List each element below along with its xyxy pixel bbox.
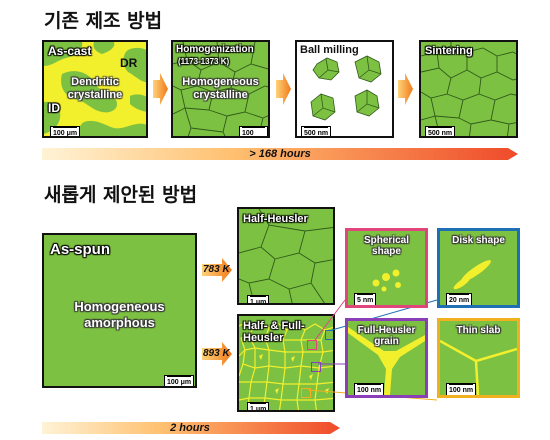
section-title-new: 새롭게 제안된 방법 <box>44 184 198 206</box>
section-title-conventional: 기존 제조 방법 <box>44 10 163 32</box>
homogenization-label: Homogenization <box>176 44 254 55</box>
panel-half-full-heusler: Half- & Full- Heusler 1 μm <box>237 314 335 412</box>
thin-slab-shape <box>440 339 517 395</box>
temperature-lower: 893 K <box>203 348 230 359</box>
scale-bar: 100 nm <box>446 383 477 395</box>
milled-particles <box>310 55 382 121</box>
panel-as-spun: As-spun Homogeneous amorphous 100 μm <box>42 233 197 388</box>
spherical-label: Spherical shape <box>363 235 410 257</box>
full-heusler-grain-shape <box>348 327 425 395</box>
sintering-label: Sintering <box>425 45 473 57</box>
as-cast-label: As-cast <box>48 44 92 58</box>
half-heusler-grains <box>239 209 333 303</box>
scale-bar: 500 nm <box>425 126 456 136</box>
spherical-precipitates <box>372 269 401 292</box>
full-heusler-label: Full-Heusler grain <box>357 325 416 347</box>
disk-precipitates <box>453 260 491 290</box>
as-spun-label: As-spun <box>50 241 110 258</box>
panel-ball-milling: Ball milling 500 nm <box>295 40 394 138</box>
half-heusler-label: Half-Heusler <box>243 213 308 225</box>
zoom-marker-orange <box>301 388 311 398</box>
thin-slab-label: Thin slab <box>456 325 501 336</box>
scale-bar: 100 μm <box>164 375 195 386</box>
panel-half-heusler: Half-Heusler 1 μm <box>237 207 335 305</box>
dr-label: DR <box>120 56 138 70</box>
panel-homogenization: Homogenization (1173-1373 K) Homogeneous… <box>171 40 270 138</box>
arrow-right-icon <box>276 73 291 105</box>
scale-bar: 5 nm <box>354 293 377 305</box>
panel-as-cast: As-cast DR ID Dendritic crystalline 100 … <box>42 40 148 138</box>
time-label-conventional: > 168 hours <box>180 147 380 161</box>
panel-disk: Disk shape 20 nm <box>437 228 520 308</box>
dendritic-pattern <box>44 42 146 136</box>
arrow-right-icon <box>153 73 168 105</box>
scale-bar: 100 nm <box>354 383 385 395</box>
zoom-marker-pink <box>307 340 317 350</box>
panel-full-heusler-grain: Full-Heusler grain 100 nm <box>345 318 428 398</box>
homogenization-temp: (1173-1373 K) <box>178 57 230 66</box>
panel-thin-slab: Thin slab 100 nm <box>437 318 520 398</box>
time-label-new: 2 hours <box>130 421 250 435</box>
time-text: 2 hours <box>170 422 210 434</box>
zoom-marker-purple <box>311 362 321 372</box>
panel-sintering: Sintering 500 nm <box>419 40 518 138</box>
temperature-upper: 783 K <box>203 264 230 275</box>
homogeneous-amorphous-text: Homogeneous amorphous <box>74 299 165 330</box>
scale-bar: 20 nm <box>446 293 473 305</box>
sintered-grains <box>421 42 516 136</box>
arrow-right-icon <box>398 73 413 105</box>
id-label: ID <box>48 101 60 115</box>
homogeneous-crystalline-text: Homogeneous crystalline <box>182 76 259 101</box>
scale-bar: 100 μm <box>239 126 268 136</box>
disk-label: Disk shape <box>452 235 505 246</box>
grain-boundaries <box>173 42 268 136</box>
scale-bar: 100 μm <box>50 126 81 136</box>
half-full-heusler-label: Half- & Full- Heusler <box>243 320 305 344</box>
time-text: > 168 hours <box>249 148 311 160</box>
ball-milling-label: Ball milling <box>300 44 359 56</box>
scale-bar: 1 μm <box>247 402 270 410</box>
panel-spherical: Spherical shape 5 nm <box>345 228 428 308</box>
scale-bar: 500 nm <box>301 126 332 136</box>
scale-bar: 1 μm <box>247 295 270 303</box>
zoom-marker-blue <box>325 330 333 340</box>
dendritic-crystalline-text: Dendritic crystalline <box>67 76 123 101</box>
